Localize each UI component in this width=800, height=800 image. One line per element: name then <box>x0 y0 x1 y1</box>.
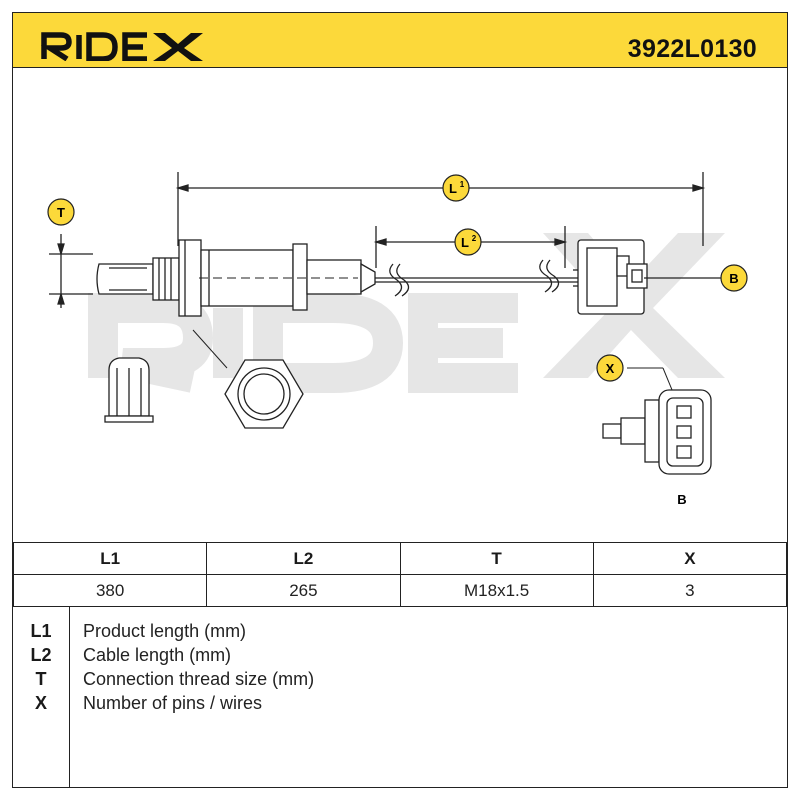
legend-key: X <box>34 693 47 713</box>
legend-item-l1: L1 Product length (mm) <box>13 619 787 643</box>
legend-item-x: X Number of pins / wires <box>13 691 787 715</box>
callout-x: X <box>596 354 624 382</box>
legend-key: L2 <box>30 645 52 665</box>
sensor-thread <box>152 257 180 301</box>
sensor-drawing: T L 1 L 2 B X B <box>47 172 748 507</box>
ridex-logo <box>41 32 203 61</box>
spec-header-l2: L2 <box>206 542 401 575</box>
spec-value-l2: 265 <box>206 574 401 607</box>
callout-t: T <box>47 198 75 226</box>
part-number: 3922L0130 <box>627 35 757 63</box>
spec-value-l1: 380 <box>12 574 208 607</box>
spec-value-t: M18x1.5 <box>399 574 594 607</box>
callout-l1: L 1 <box>442 174 470 202</box>
legend-description: Product length (mm) <box>83 621 247 641</box>
callout-l2: L 2 <box>454 228 482 256</box>
svg-text:2: 2 <box>472 234 477 243</box>
spec-header-l1: L1 <box>12 542 208 575</box>
sheet-frame <box>12 12 788 788</box>
hex-nut-detail <box>224 359 304 429</box>
svg-text:1: 1 <box>460 180 465 189</box>
legend-description: Cable length (mm) <box>83 645 232 665</box>
spec-table-header-row: L1 L2 T X <box>12 542 788 575</box>
svg-text:B: B <box>729 271 738 286</box>
legend-description: Number of pins / wires <box>83 693 263 713</box>
connector-b-caption: B <box>677 492 686 507</box>
legend: L1 Product length (mm) L2 Cable length (… <box>13 607 787 787</box>
svg-text:T: T <box>57 205 65 220</box>
svg-text:L: L <box>449 181 457 196</box>
spec-table: L1 L2 T X 380 265 M18x1.5 3 <box>12 542 788 607</box>
legend-key: T <box>35 669 47 689</box>
legend-description: Connection thread size (mm) <box>83 669 315 689</box>
spec-header-t: T <box>399 542 594 575</box>
svg-text:L: L <box>461 235 469 250</box>
legend-key: L1 <box>30 621 52 641</box>
spec-table-value-row: 380 265 M18x1.5 3 <box>12 574 788 607</box>
spec-value-x: 3 <box>592 574 788 607</box>
connector-b <box>573 239 648 315</box>
sensor-hex-body <box>178 239 202 317</box>
sensor-boot-cap <box>104 357 154 423</box>
legend-item-t: T Connection thread size (mm) <box>13 667 787 691</box>
svg-text:X: X <box>606 361 615 376</box>
connector-x-detail <box>602 389 712 475</box>
watermark-logo <box>88 293 518 393</box>
spec-header-x: X <box>592 542 788 575</box>
sensor-probe-tip <box>96 263 154 295</box>
legend-item-l2: L2 Cable length (mm) <box>13 643 787 667</box>
legend-divider <box>69 607 70 787</box>
callout-b: B <box>720 264 748 292</box>
header-bar: 3922L0130 <box>13 13 787 68</box>
